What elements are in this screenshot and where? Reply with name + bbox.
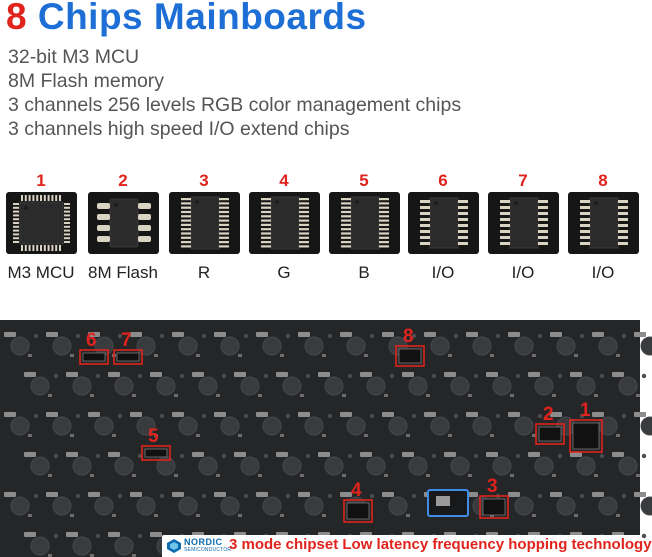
chip-cell-2: 2 8M Flash [85,171,161,283]
chip-image [5,192,77,254]
chip-number: 7 [518,171,528,190]
feature-item: 3 channels high speed I/O extend chips [8,118,350,140]
chip-cell-7: 7 I/O [485,171,561,283]
board-marker-number: 5 [148,426,159,447]
chip-image [248,192,320,254]
board-marker-number: 4 [351,480,362,501]
board-marker-number: 6 [86,330,97,351]
chip-number: 8 [598,171,608,190]
chip-cell-4: 4 G [246,171,322,283]
chip-label: M3 MCU [7,263,75,282]
nordic-logo-icon [167,539,181,553]
board-marker-number: 3 [487,476,498,497]
nordic-brand: NORDIC [184,537,223,547]
page-title: 8 Chips Mainboards [6,0,367,38]
board-marker-number: 1 [580,400,591,421]
chip-image [168,192,240,254]
nordic-brand-sub: SEMICONDUCTOR [184,547,232,553]
chip-cell-8: 8 I/O [565,171,641,283]
chip-number: 5 [359,171,369,190]
board-marker-number: 7 [121,330,132,351]
footer-text: 3 mode chipset Low latency frequency hop… [229,536,652,553]
chip-label: B [358,263,370,282]
chip-label: I/O [591,263,615,282]
feature-list: 32-bit M3 MCU 8M Flash memory 3 channels… [8,45,461,141]
chip-label: 8M Flash [88,263,158,282]
chip-label: R [197,263,211,282]
chip-cell-6: 6 I/O [405,171,481,283]
chip-label: I/O [431,263,455,282]
chip-number: 2 [118,171,128,190]
chip-image [87,192,159,254]
chip-cell-5: 5 B [326,171,402,283]
chip-image [328,192,400,254]
chip-image [407,192,479,254]
chip-number: 6 [438,171,448,190]
chip-cell-1: 1 M3 MCU [3,171,79,283]
chip-label: G [277,263,291,282]
feature-item: 32-bit M3 MCU [8,46,140,68]
title-text: Chips Mainboards [27,0,367,37]
pcb-drawing [0,320,652,557]
mainboard-photo: 6 7 8 2 1 5 4 3 [0,320,652,557]
footer-banner: NORDIC SEMICONDUCTOR 3 mode chipset Low … [162,535,652,557]
board-marker-number: 2 [543,404,554,425]
chip-image [567,192,639,254]
board-marker-number: 8 [403,326,414,347]
chip-cell-3: 3 R [166,171,242,283]
chip-number: 4 [279,171,289,190]
chip-row: 1 M3 MCU 2 8M Flash 3 R 4 G 5 B 6 I/O 7 … [0,171,640,286]
title-number: 8 [6,0,28,37]
chip-number: 1 [36,171,46,190]
chip-number: 3 [199,171,209,190]
feature-item: 8M Flash memory [8,70,165,92]
chip-image [487,192,559,254]
chip-label: I/O [511,263,535,282]
feature-item: 3 channels 256 levels RGB color manageme… [8,94,462,116]
